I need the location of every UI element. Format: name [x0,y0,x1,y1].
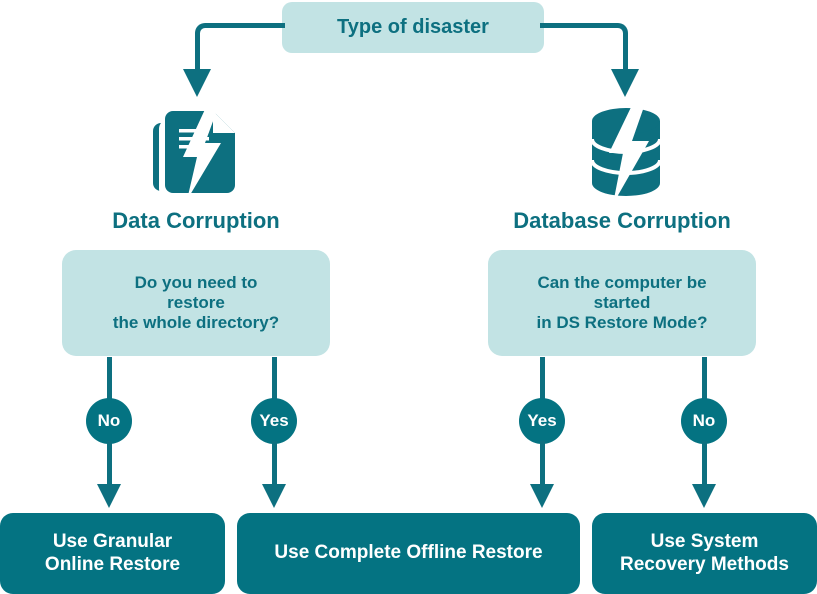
decision-left-text: Do you need to restore the whole directo… [113,273,279,333]
outcome-3-line1: Use System [650,531,759,553]
connector-stem-left [195,50,200,72]
arrowhead-edge-3 [530,484,554,508]
decision-left-line3: the whole directory? [112,313,280,333]
decision-node-ds-restore-mode[interactable]: Can the computer be started in DS Restor… [488,250,756,356]
database-lightning-icon [576,101,676,204]
edge-badge-yes-3[interactable]: Yes [519,398,565,444]
outcome-node-complete-offline-restore[interactable]: Use Complete Offline Restore [237,513,580,594]
outcome-node-system-recovery-methods[interactable]: Use System Recovery Methods [592,513,817,594]
root-node-type-of-disaster[interactable]: Type of disaster [282,2,544,53]
connector-stem-edge-2-upper [272,357,277,402]
connector-stem-edge-1-lower [107,441,112,486]
arrowhead-to-database-corruption [611,69,639,97]
outcome-2-line1: Use Complete Offline Restore [274,542,543,564]
arrowhead-edge-2 [262,484,286,508]
outcome-1-line2: Online Restore [44,553,181,575]
decision-left-line2: restore [167,292,225,312]
arrowhead-to-data-corruption [183,69,211,97]
decision-right-line1: Can the computer be [537,272,707,292]
branch-title-database-corruption: Database Corruption [513,208,731,233]
connector-stem-edge-1-upper [107,357,112,402]
outcome-3-line2: Recovery Methods [620,553,789,575]
outcome-1-text: Use Granular Online Restore [45,531,180,576]
decision-right-text: Can the computer be started in DS Restor… [537,273,708,333]
connector-stem-edge-4-upper [702,357,707,402]
document-lightning-icon [147,105,247,200]
connector-stem-edge-2-lower [272,441,277,486]
decision-right-line2: started [593,292,651,312]
outcome-node-granular-online-restore[interactable]: Use Granular Online Restore [0,513,225,594]
connector-stem-edge-3-upper [540,357,545,402]
connector-stem-right [623,50,628,72]
arrowhead-edge-1 [97,484,121,508]
branch-title-data-corruption: Data Corruption [112,208,280,233]
connector-stem-edge-3-lower [540,441,545,486]
connector-elbow-right [540,23,628,53]
decision-left-line1: Do you need to [134,272,258,292]
decision-node-restore-whole-directory[interactable]: Do you need to restore the whole directo… [62,250,330,356]
edge-badge-no-4[interactable]: No [681,398,727,444]
connector-elbow-left [195,23,285,53]
outcome-3-text: Use System Recovery Methods [620,531,789,576]
edge-badge-no-1[interactable]: No [86,398,132,444]
connector-stem-edge-4-lower [702,441,707,486]
decision-right-line3: in DS Restore Mode? [536,313,708,333]
outcome-2-text: Use Complete Offline Restore [274,542,542,564]
outcome-1-line1: Use Granular [52,531,173,553]
arrowhead-edge-4 [692,484,716,508]
root-node-label: Type of disaster [337,15,489,38]
edge-badge-yes-2[interactable]: Yes [251,398,297,444]
